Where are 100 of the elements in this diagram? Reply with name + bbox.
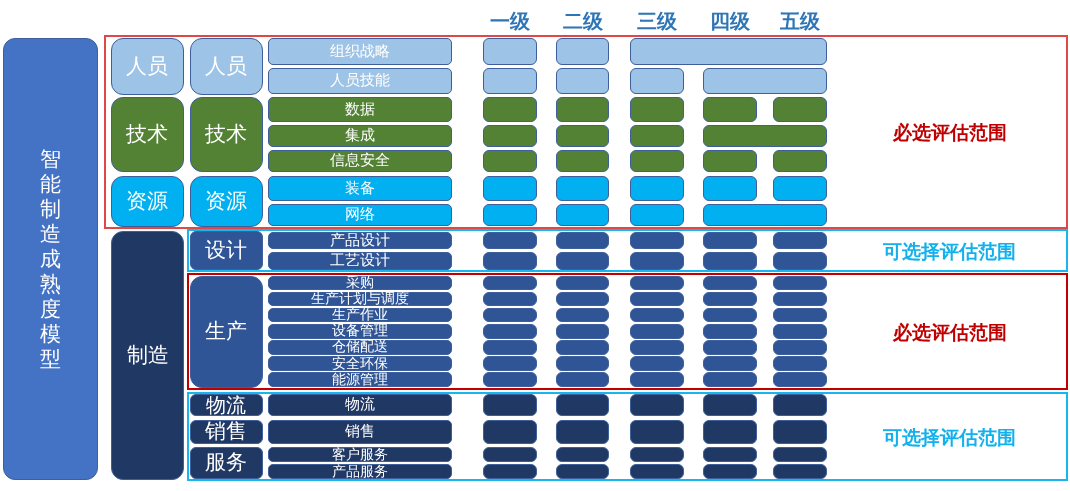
level-cell	[555, 37, 609, 65]
domain-bar: 设备管理	[267, 323, 452, 339]
level-cell	[555, 96, 609, 122]
domain-bar: 网络	[267, 203, 452, 226]
domain-bar: 数据	[267, 96, 452, 122]
level-cell	[482, 203, 537, 226]
level-heading: 四级	[709, 8, 751, 35]
level-cell	[702, 203, 827, 226]
model-title-box: 智能制造成熟度模型	[3, 38, 98, 480]
level-cell	[629, 175, 684, 201]
level-cell	[555, 393, 609, 416]
level-cell	[772, 149, 827, 172]
scope-label: 必选评估范围	[891, 120, 1008, 145]
level-cell	[482, 251, 537, 270]
level-cell	[702, 419, 757, 444]
level-cell	[772, 96, 827, 122]
level-cell	[629, 231, 684, 249]
domain-bar: 采购	[267, 275, 452, 291]
domain-bar: 产品设计	[267, 231, 452, 249]
level-cell	[555, 291, 609, 307]
level-cell	[629, 372, 684, 387]
level-cell	[702, 149, 757, 172]
level-cell	[555, 372, 609, 387]
level-cell	[772, 419, 827, 444]
level-heading: 一级	[489, 8, 531, 35]
level-cell	[772, 323, 827, 339]
scope-label: 可选择评估范围	[882, 424, 1017, 450]
level-cell	[772, 231, 827, 249]
category-box: 技术	[189, 96, 263, 172]
level-cell	[482, 175, 537, 201]
category-box: 销售	[189, 419, 263, 444]
level-cell	[629, 446, 684, 462]
scope-frame	[104, 35, 1068, 229]
level-cell	[702, 231, 757, 249]
level-cell	[555, 124, 609, 147]
level-cell	[629, 37, 827, 65]
level-cell	[772, 463, 827, 479]
level-cell	[702, 463, 757, 479]
level-cell	[702, 291, 757, 307]
category-box: 人员	[110, 37, 184, 95]
domain-bar: 物流	[267, 393, 452, 416]
domain-bar: 组织战略	[267, 37, 452, 65]
level-cell	[772, 339, 827, 355]
level-cell	[772, 356, 827, 371]
level-cell	[555, 446, 609, 462]
level-cell	[629, 203, 684, 226]
level-cell	[702, 307, 757, 323]
level-cell	[702, 275, 757, 291]
domain-bar: 集成	[267, 124, 452, 147]
level-cell	[482, 37, 537, 65]
scope-label: 必选评估范围	[891, 319, 1008, 345]
level-cell	[629, 149, 684, 172]
category-box: 人员	[189, 37, 263, 95]
level-cell	[482, 393, 537, 416]
level-cell	[629, 339, 684, 355]
level-cell	[482, 149, 537, 172]
level-cell	[772, 307, 827, 323]
domain-bar: 安全环保	[267, 356, 452, 371]
level-cell	[629, 356, 684, 371]
category-box: 资源	[110, 175, 184, 227]
level-cell	[772, 175, 827, 201]
level-heading: 三级	[636, 8, 678, 35]
level-cell	[702, 446, 757, 462]
level-cell	[482, 307, 537, 323]
level-cell	[629, 463, 684, 479]
level-cell	[702, 339, 757, 355]
category-box: 生产	[189, 275, 263, 388]
level-cell	[629, 291, 684, 307]
level-cell	[555, 175, 609, 201]
level-cell	[482, 419, 537, 444]
level-cell	[629, 307, 684, 323]
level-cell	[629, 124, 684, 147]
level-cell	[702, 67, 827, 94]
level-cell	[702, 175, 757, 201]
level-cell	[482, 339, 537, 355]
level-cell	[555, 339, 609, 355]
domain-bar: 信息安全	[267, 149, 452, 172]
level-cell	[702, 124, 827, 147]
domain-bar: 装备	[267, 175, 452, 201]
level-cell	[482, 463, 537, 479]
domain-bar: 人员技能	[267, 67, 452, 94]
scope-frame	[187, 273, 1068, 390]
level-cell	[482, 291, 537, 307]
level-cell	[555, 203, 609, 226]
level-cell	[629, 275, 684, 291]
level-cell	[555, 231, 609, 249]
domain-bar: 生产计划与调度	[267, 291, 452, 307]
level-cell	[555, 356, 609, 371]
category-box: 制造	[111, 231, 184, 480]
scope-label: 可选择评估范围	[882, 238, 1017, 264]
level-cell	[555, 149, 609, 172]
level-cell	[772, 372, 827, 387]
level-cell	[482, 67, 537, 94]
level-cell	[702, 323, 757, 339]
level-cell	[555, 419, 609, 444]
scope-frame	[187, 229, 1068, 272]
domain-bar: 生产作业	[267, 307, 452, 323]
level-cell	[482, 124, 537, 147]
category-box: 技术	[110, 96, 184, 172]
level-cell	[555, 275, 609, 291]
